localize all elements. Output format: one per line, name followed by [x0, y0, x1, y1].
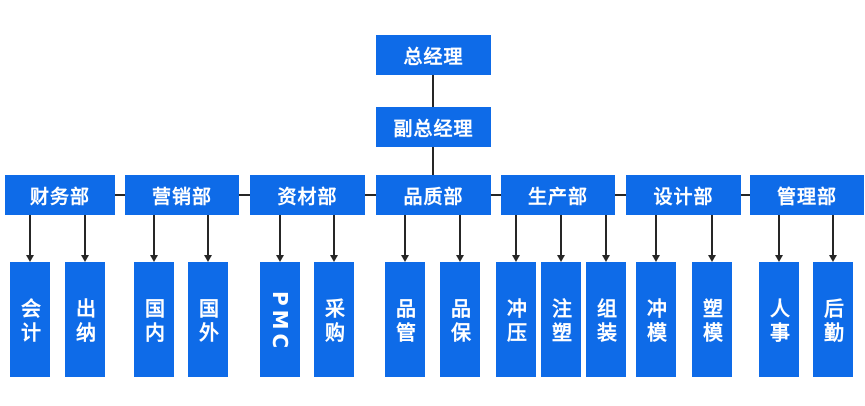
node-domestic: 国内 — [134, 262, 174, 377]
connector-root-deputy — [432, 75, 434, 107]
node-marketing-dept: 营销部 — [125, 175, 239, 215]
node-plastic-mold: 塑模 — [692, 262, 732, 377]
connector-dept — [491, 194, 501, 196]
down-arrow — [456, 215, 464, 262]
node-pmc: PMC — [260, 262, 300, 377]
node-general-manager: 总经理 — [376, 35, 491, 75]
connector-deputy-departments — [432, 147, 434, 175]
down-arrow — [401, 215, 409, 262]
node-finance-dept: 财务部 — [5, 175, 115, 215]
node-admin-dept: 管理部 — [750, 175, 864, 215]
node-injection-molding: 注塑 — [541, 262, 581, 377]
down-arrow — [150, 215, 158, 262]
connector-dept — [239, 194, 250, 196]
down-arrow — [557, 215, 565, 262]
down-arrow — [602, 215, 610, 262]
connector-dept — [615, 194, 626, 196]
down-arrow — [330, 215, 338, 262]
down-arrow — [81, 215, 89, 262]
connector-dept — [365, 194, 376, 196]
node-stamping-die: 冲模 — [636, 262, 676, 377]
node-hr: 人事 — [759, 262, 799, 377]
node-design-dept: 设计部 — [626, 175, 741, 215]
node-purchasing: 采购 — [314, 262, 354, 377]
node-quality-dept: 品质部 — [376, 175, 491, 215]
node-deputy-general-manager: 副总经理 — [376, 107, 491, 147]
node-accounting: 会计 — [10, 262, 50, 377]
down-arrow — [204, 215, 212, 262]
node-materials-dept: 资材部 — [250, 175, 365, 215]
down-arrow — [512, 215, 520, 262]
connector-dept — [115, 194, 125, 196]
node-quality-control: 品管 — [385, 262, 425, 377]
node-production-dept: 生产部 — [501, 175, 615, 215]
node-assembly: 组装 — [586, 262, 626, 377]
down-arrow — [829, 215, 837, 262]
down-arrow — [775, 215, 783, 262]
node-overseas: 国外 — [188, 262, 228, 377]
down-arrow — [276, 215, 284, 262]
connector-dept — [741, 194, 750, 196]
node-quality-assurance: 品保 — [440, 262, 480, 377]
down-arrow — [708, 215, 716, 262]
down-arrow — [26, 215, 34, 262]
node-logistics: 后勤 — [813, 262, 853, 377]
down-arrow — [652, 215, 660, 262]
node-stamping: 冲压 — [496, 262, 536, 377]
node-cashier: 出纳 — [65, 262, 105, 377]
